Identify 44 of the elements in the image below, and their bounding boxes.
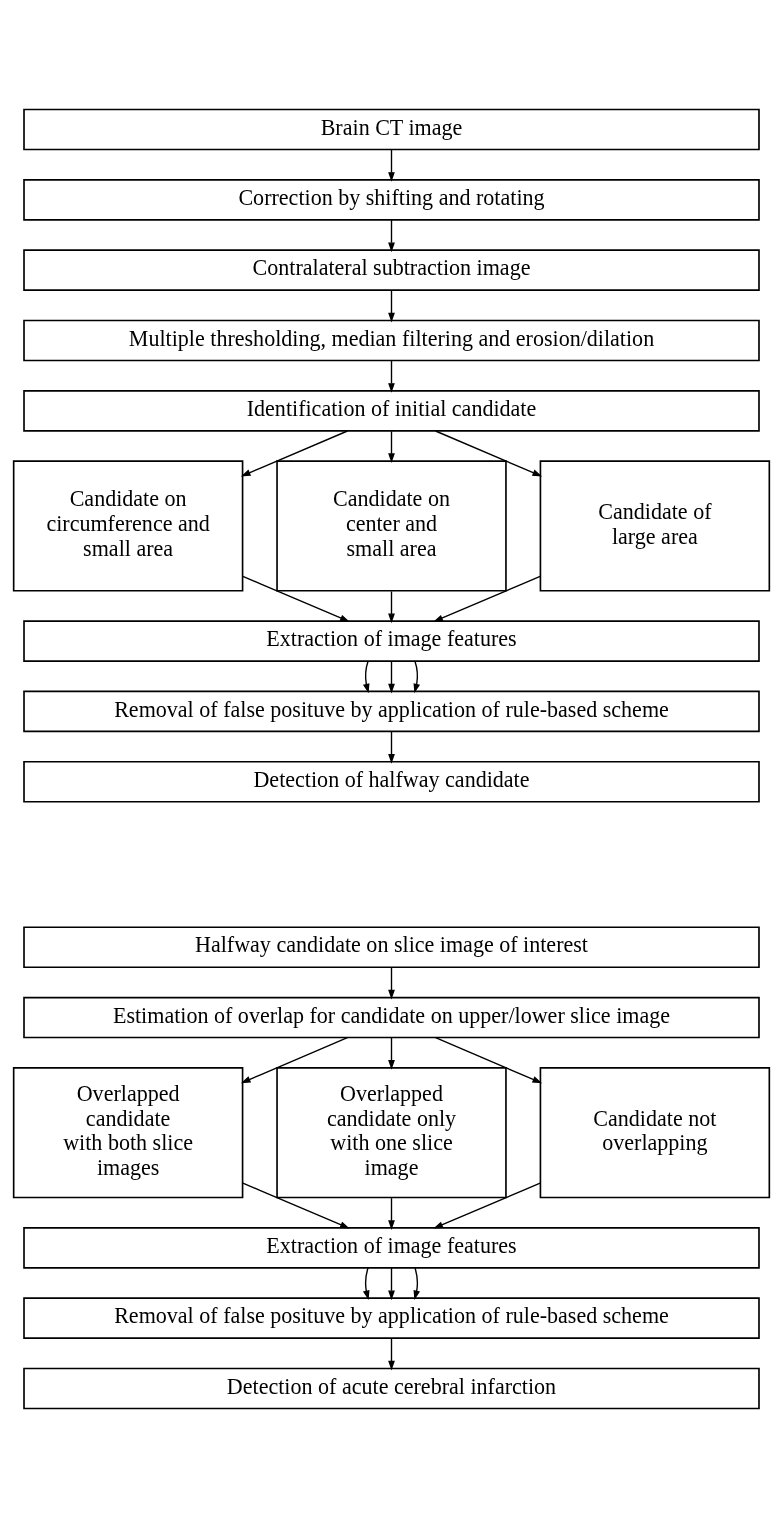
node-box: Overlapped candidate with both slice images: [12, 1066, 244, 1198]
node-box: Extraction of image features: [23, 1226, 760, 1269]
arrow: [433, 575, 541, 622]
arrow: [388, 1266, 395, 1300]
arrow: [413, 1266, 421, 1300]
arrow: [242, 1181, 350, 1229]
arrow: [388, 148, 395, 182]
node-box: Candidate of large area: [539, 459, 771, 592]
arrow: [388, 218, 395, 252]
arrow: [388, 289, 395, 322]
node-box: Overlapped candidate only with one slice image: [276, 1066, 507, 1198]
node-box: Candidate not overlapping: [539, 1066, 771, 1198]
node-box: Detection of halfway candidate: [23, 760, 760, 803]
arrow: [388, 430, 395, 463]
node-box: Brain CT image: [23, 108, 760, 150]
node-box: Estimation of overlap for candidate on upper/lower slice image: [23, 996, 760, 1038]
arrow: [388, 1196, 395, 1230]
arrow: [433, 1181, 541, 1229]
node-box: Removal of false posituve by application of rule-based scheme: [23, 690, 760, 732]
node-box: Extraction of image features: [23, 619, 760, 662]
node-box: Removal of false posituve by application of rule-based scheme: [23, 1296, 760, 1339]
arrow: [242, 575, 350, 622]
arrow: [388, 590, 395, 623]
arrow: [434, 429, 543, 476]
node-box: Identification of initial candidate: [23, 389, 760, 432]
arrow: [362, 1266, 370, 1300]
arrow: [388, 1036, 395, 1070]
arrow: [388, 1337, 395, 1370]
arrow: [388, 730, 395, 764]
arrow: [240, 1036, 349, 1083]
arrow: [240, 429, 349, 476]
arrow: [388, 966, 395, 1000]
node-box: Halfway candidate on slice image of interest: [23, 925, 760, 968]
node-box: Candidate on center and small area: [276, 459, 507, 592]
node-box: Detection of acute cerebral infarction: [23, 1367, 760, 1409]
arrow: [388, 359, 395, 393]
node-box: Multiple thresholding, median filtering and erosion/dilation: [23, 319, 760, 361]
node-box: Candidate on circumference and small area: [12, 459, 244, 592]
node-box: Correction by shifting and rotating: [23, 178, 760, 221]
arrow: [413, 660, 421, 693]
node-box: Contralateral subtraction image: [23, 248, 760, 291]
arrow: [362, 660, 370, 693]
arrow: [388, 660, 395, 693]
arrow: [434, 1036, 543, 1083]
